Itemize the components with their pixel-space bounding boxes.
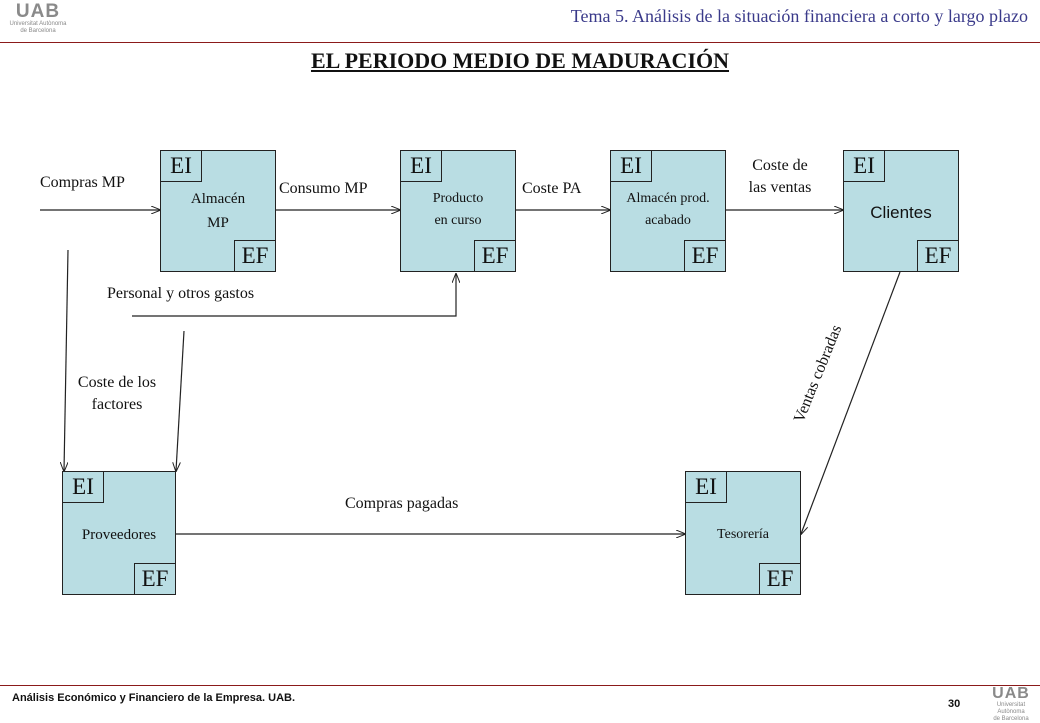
label-coste-factores: Coste de los factores bbox=[57, 372, 177, 416]
box-producto-en-curso: EI Producto en curso EF bbox=[400, 150, 516, 272]
arrow-coste-factores-right bbox=[176, 330, 185, 471]
box-label-line-1: Almacén prod. bbox=[626, 191, 710, 206]
label-compras-mp: Compras MP bbox=[40, 174, 125, 191]
page-number: 30 bbox=[948, 698, 961, 710]
logo-mark: UAB bbox=[15, 1, 61, 22]
footer-text: Análisis Económico y Financiero de la Em… bbox=[12, 692, 296, 704]
header-rule bbox=[0, 42, 1040, 43]
label-personal-otros-gastos: Personal y otros gastos bbox=[107, 285, 255, 302]
ei-tag: EI bbox=[610, 150, 652, 182]
uab-logo: UAB Universitat Autònoma de Barcelona bbox=[8, 2, 68, 35]
logo-subtitle-line-2: de Barcelona bbox=[993, 716, 1029, 722]
uab-logo-footer: UAB Universitat Autònoma de Barcelona bbox=[986, 686, 1036, 723]
label-coste-ventas-line-1: Coste de bbox=[752, 157, 808, 174]
label-compras-pagadas: Compras pagadas bbox=[345, 495, 459, 512]
ef-tag: EF bbox=[759, 563, 801, 595]
box-label-line-1: Almacén bbox=[190, 191, 246, 207]
logo-subtitle-line-1: Universitat Autònoma bbox=[9, 21, 67, 27]
box-label: Proveedores bbox=[81, 527, 157, 543]
label-coste-ventas-line-2: las ventas bbox=[748, 179, 812, 196]
box-label-line-2: MP bbox=[207, 215, 229, 231]
label-coste-pa: Coste PA bbox=[522, 180, 582, 197]
box-tesoreria: EI Tesorería EF bbox=[685, 471, 801, 595]
arrow-ventas-cobradas bbox=[801, 271, 901, 534]
label-coste-factores-line-2: factores bbox=[91, 396, 143, 413]
ef-tag: EF bbox=[234, 240, 276, 272]
ef-tag: EF bbox=[684, 240, 726, 272]
ef-tag: EF bbox=[917, 240, 959, 272]
footer-rule bbox=[0, 685, 1040, 686]
label-coste-ventas: Coste de las ventas bbox=[730, 155, 830, 199]
box-label-line-2: en curso bbox=[434, 213, 482, 228]
box-label-line-2: acabado bbox=[645, 213, 691, 228]
logo-mark: UAB bbox=[992, 685, 1030, 702]
ei-tag: EI bbox=[685, 471, 727, 503]
box-proveedores: EI Proveedores EF bbox=[62, 471, 176, 595]
ef-tag: EF bbox=[134, 563, 176, 595]
logo-subtitle-line-1: Universitat Autònoma bbox=[996, 702, 1026, 715]
ei-tag: EI bbox=[843, 150, 885, 182]
ei-tag: EI bbox=[400, 150, 442, 182]
label-coste-factores-line-1: Coste de los bbox=[77, 374, 157, 391]
logo-subtitle-line-2: de Barcelona bbox=[20, 28, 56, 34]
box-clientes: EI Clientes EF bbox=[843, 150, 959, 272]
header-topic: Tema 5. Análisis de la situación financi… bbox=[570, 6, 1028, 26]
box-almacen-mp: EI Almacén MP EF bbox=[160, 150, 276, 272]
label-consumo-mp: Consumo MP bbox=[279, 180, 368, 197]
ei-tag: EI bbox=[62, 471, 104, 503]
box-label: Clientes bbox=[870, 203, 932, 222]
ei-tag: EI bbox=[160, 150, 202, 182]
box-label: Tesorería bbox=[717, 527, 769, 542]
box-label-line-1: Producto bbox=[432, 191, 484, 206]
ef-tag: EF bbox=[474, 240, 516, 272]
box-almacen-producto-acabado: EI Almacén prod. acabado EF bbox=[610, 150, 726, 272]
arrow-personal bbox=[132, 274, 456, 317]
arrow-coste-factores-left bbox=[64, 249, 69, 471]
page-title: EL PERIODO MEDIO DE MADURACIÓN bbox=[310, 48, 730, 73]
